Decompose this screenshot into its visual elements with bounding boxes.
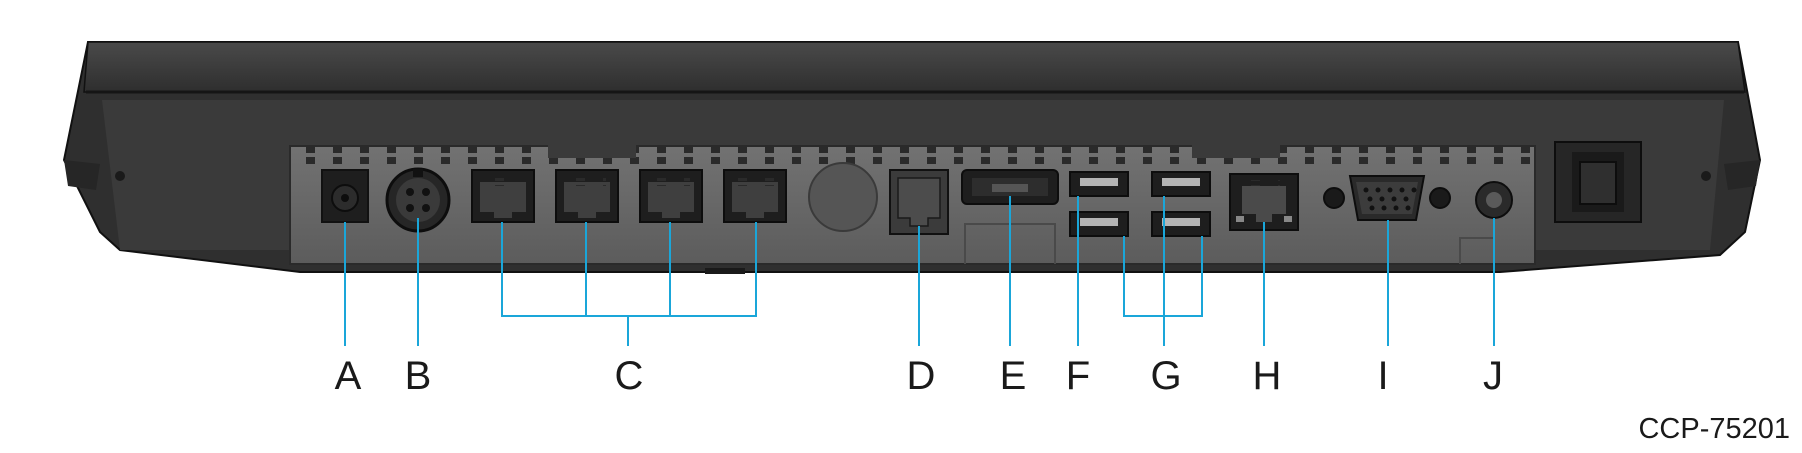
rj45-port-4	[723, 169, 787, 223]
callout-c: C	[615, 354, 644, 398]
callout-h: H	[1253, 354, 1282, 398]
audio-jack	[1475, 181, 1513, 219]
callout-j: J	[1483, 354, 1503, 398]
rj12-port	[889, 169, 949, 235]
callout-a: A	[335, 354, 362, 398]
power-switch	[1554, 141, 1642, 223]
leader-lines	[344, 196, 1495, 346]
callout-i: I	[1377, 354, 1388, 398]
din-power-connector	[385, 167, 451, 233]
callout-e: E	[1000, 354, 1027, 398]
callout-f: F	[1066, 354, 1090, 398]
rj45-port-2	[555, 169, 619, 223]
usb-port-stack-g	[1151, 171, 1211, 237]
ethernet-port	[1229, 173, 1299, 231]
usb-port-stack-f	[1069, 171, 1129, 237]
leader-line-g	[1123, 196, 1203, 346]
blank-knockout	[808, 162, 878, 232]
rj45-port-group	[471, 169, 787, 223]
dc-power-jack	[321, 169, 369, 223]
vga-port	[1323, 175, 1451, 221]
leader-line-c	[501, 222, 757, 346]
callout-labels: A B C D E F G H I J	[335, 354, 1503, 398]
callout-b: B	[405, 354, 432, 398]
rj45-port-1	[471, 169, 535, 223]
callout-d: D	[907, 354, 936, 398]
callout-g: G	[1150, 354, 1181, 398]
rj45-port-3	[639, 169, 703, 223]
figure-id: CCP-75201	[1638, 413, 1790, 445]
powered-usb-port	[961, 169, 1059, 205]
